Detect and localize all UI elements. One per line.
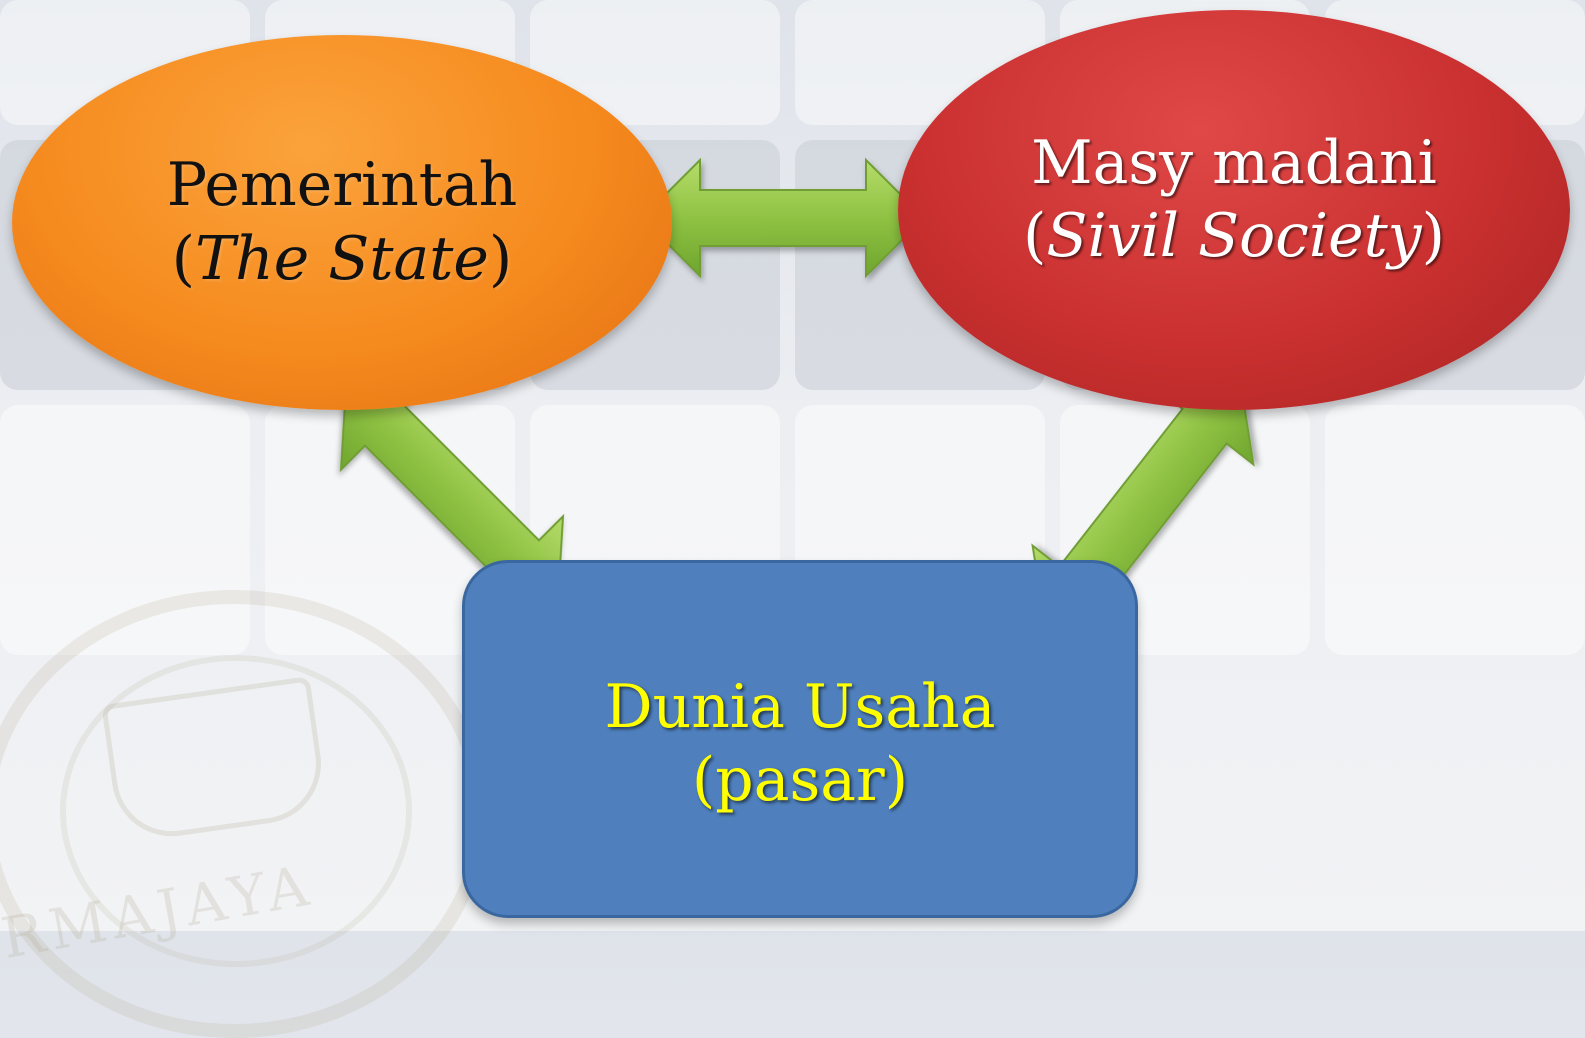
node-civil-subtitle-line: (Sivil Society) bbox=[1023, 200, 1445, 273]
node-state-title: Pemerintah bbox=[166, 150, 518, 221]
node-civil-title: Masy madani bbox=[1031, 127, 1437, 198]
node-business: Dunia Usaha (pasar) bbox=[462, 560, 1138, 918]
background-tile bbox=[1325, 405, 1585, 655]
paren-close: ) bbox=[1421, 201, 1446, 271]
node-state: Pemerintah (The State) bbox=[12, 35, 672, 410]
node-civil-subtitle: Sivil Society bbox=[1046, 201, 1422, 271]
arrow-state-civil bbox=[640, 157, 926, 279]
paren-open: ( bbox=[1022, 201, 1047, 271]
node-civil-society: Masy madani (Sivil Society) bbox=[898, 10, 1570, 410]
paren-close: ) bbox=[488, 223, 513, 294]
paren-open: ( bbox=[171, 223, 196, 294]
node-state-subtitle: The State bbox=[195, 223, 489, 294]
node-business-subtitle: (pasar) bbox=[691, 745, 909, 815]
node-business-title: Dunia Usaha bbox=[604, 671, 996, 742]
node-state-subtitle-line: (The State) bbox=[172, 223, 513, 296]
